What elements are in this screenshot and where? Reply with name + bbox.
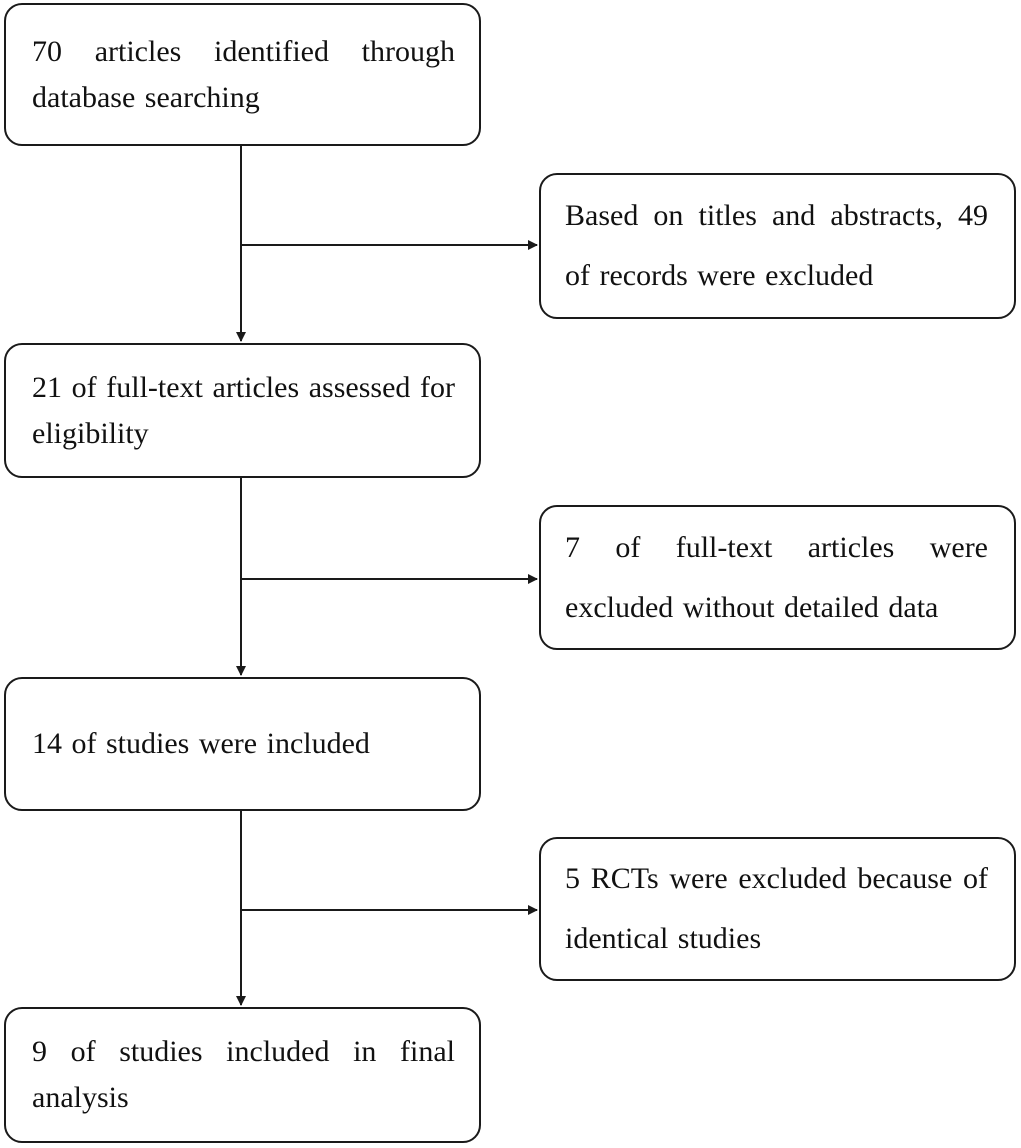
- step-text-identified: 70 articles identified through database …: [32, 34, 455, 114]
- exclusion-text-titles-abstracts: Based on titles and abstracts, 49 of rec…: [565, 199, 988, 292]
- step-text-included: 14 of studies were included: [32, 727, 370, 760]
- step-box-eligibility: 21 of full-text articles assessed for el…: [4, 343, 481, 478]
- exclusion-box-full-text: 7 of full-text articles were excluded wi…: [539, 505, 1016, 650]
- exclusion-text-identical-studies: 5 RCTs were excluded because of identica…: [565, 862, 988, 955]
- step-box-final-analysis: 9 of studies included in final analysis: [4, 1007, 481, 1143]
- exclusion-text-full-text: 7 of full-text articles were excluded wi…: [565, 530, 988, 624]
- exclusion-box-identical-studies: 5 RCTs were excluded because of identica…: [539, 837, 1016, 981]
- exclusion-box-titles-abstracts: Based on titles and abstracts, 49 of rec…: [539, 173, 1016, 319]
- step-text-final-analysis: 9 of studies included in final analysis: [32, 1035, 455, 1114]
- step-box-identified: 70 articles identified through database …: [4, 3, 481, 146]
- step-box-included: 14 of studies were included: [4, 677, 481, 811]
- step-text-eligibility: 21 of full-text articles assessed for el…: [32, 370, 455, 450]
